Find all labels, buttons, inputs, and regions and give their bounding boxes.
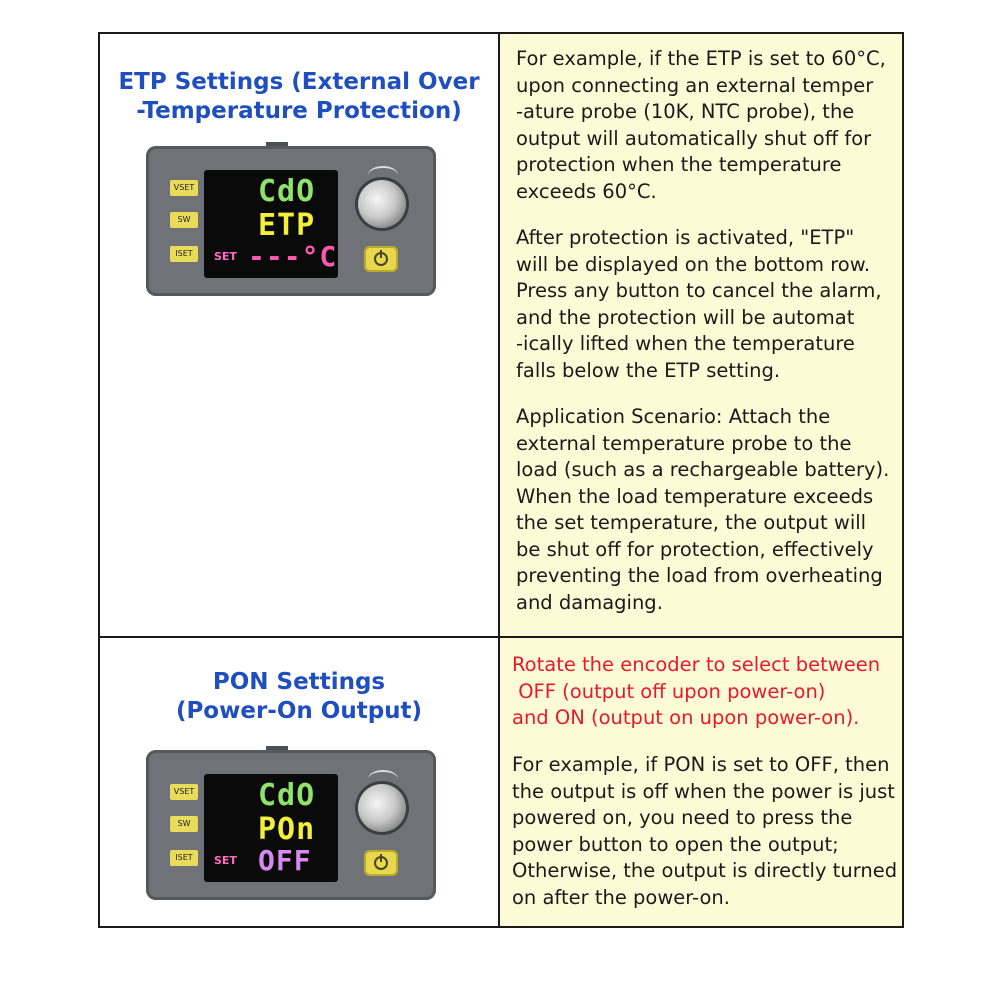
pon-highlight-text: Rotate the encoder to select between OFF… [512, 652, 904, 732]
encoder-knob [358, 180, 406, 228]
text-line: OFF (output off upon power-on) [512, 679, 826, 703]
device-screen: CdO ETP SET ---°C [204, 170, 338, 278]
pon-right-cell: Rotate the encoder to select between OFF… [500, 638, 902, 926]
sw-button: SW [170, 212, 198, 228]
screen-row-1: CdO [258, 778, 316, 813]
set-label: SET [214, 250, 237, 263]
text-line: falls below the ETP setting. [516, 358, 781, 382]
pon-row: PON Settings (Power-On Output) VSET SW I… [100, 638, 902, 926]
rotate-arrow-icon [368, 166, 398, 184]
etp-paragraph-2: After protection is activated, "ETP" wil… [516, 225, 901, 384]
vset-button: VSET [170, 180, 198, 196]
text-line: on after the power-on. [512, 885, 730, 909]
screen-row-2: ETP [258, 208, 316, 243]
text-line: Press any button to cancel the alarm, [516, 279, 882, 302]
text-line: and damaging. [516, 590, 663, 614]
sw-button: SW [170, 816, 198, 832]
text-line: -ically lifted when the temperature [516, 332, 855, 355]
text-line: powered on, you need to press the [512, 806, 853, 829]
screen-row-2: POn [258, 812, 316, 847]
text-line: and the protection will be automat [516, 305, 855, 329]
etp-row: ETP Settings (External Over -Temperature… [100, 34, 902, 638]
vset-button: VSET [170, 784, 198, 800]
etp-paragraph-1: For example, if the ETP is set to 60°C, … [516, 46, 901, 205]
iset-button: ISET [170, 850, 198, 866]
encoder-knob [358, 784, 406, 832]
power-button [364, 246, 398, 272]
etp-paragraph-3: Application Scenario: Attach the externa… [516, 404, 901, 616]
text-line: output will automatically shut off for [516, 126, 872, 150]
iset-button: ISET [170, 246, 198, 262]
text-line: external temperature probe to the [516, 431, 852, 455]
device-clip [266, 142, 288, 148]
text-line: the output is off when the power is just [512, 779, 895, 803]
screen-row-3: ---°C [248, 240, 338, 273]
text-line: and ON (output on upon power-on). [512, 706, 860, 729]
etp-right-cell: For example, if the ETP is set to 60°C, … [500, 34, 902, 636]
text-line: Rotate the encoder to select between [512, 653, 881, 676]
set-label: SET [214, 854, 237, 867]
text-line: be shut off for protection, effectively [516, 537, 874, 561]
etp-device-image: VSET SW ISET CdO ETP SET ---°C [146, 142, 436, 296]
text-line: will be displayed on the bottom row. [516, 252, 871, 276]
device-clip [266, 746, 288, 752]
pon-heading: PON Settings (Power-On Output) [100, 668, 498, 726]
etp-heading: ETP Settings (External Over -Temperature… [100, 68, 498, 126]
pon-heading-line-2: (Power-On Output) [175, 698, 423, 724]
power-button [364, 850, 398, 876]
rotate-arrow-icon [368, 770, 398, 788]
pon-paragraph-1: For example, if PON is set to OFF, then … [512, 752, 904, 911]
text-line: power button to open the output; [512, 832, 839, 856]
text-line: preventing the load from overheating [516, 564, 883, 587]
text-line: After protection is activated, "ETP" [516, 226, 855, 249]
text-line: When the load temperature exceeds [516, 484, 874, 508]
screen-row-3: OFF [258, 844, 312, 877]
text-line: For example, if the ETP is set to 60°C, [516, 47, 886, 70]
text-line: protection when the temperature [516, 153, 842, 176]
pon-left-cell: PON Settings (Power-On Output) VSET SW I… [100, 638, 500, 926]
text-line: exceeds 60°C. [516, 179, 657, 203]
text-line: the set temperature, the output will [516, 511, 867, 534]
screen-row-1: CdO [258, 174, 316, 209]
text-line: Otherwise, the output is directly turned [512, 859, 898, 882]
pon-heading-line-1: PON Settings [212, 669, 386, 695]
device-screen: CdO POn SET OFF [204, 774, 338, 882]
text-line: upon connecting an external temper [516, 73, 874, 97]
text-line: Application Scenario: Attach the [516, 405, 831, 428]
settings-table: ETP Settings (External Over -Temperature… [98, 32, 904, 928]
etp-heading-line-1: ETP Settings (External Over [118, 69, 480, 95]
text-line: -ature probe (10K, NTC probe), the [516, 100, 855, 123]
text-line: load (such as a rechargeable battery). [516, 458, 890, 481]
etp-left-cell: ETP Settings (External Over -Temperature… [100, 34, 500, 636]
etp-heading-line-2: -Temperature Protection) [136, 98, 462, 124]
text-line: For example, if PON is set to OFF, then [512, 753, 890, 776]
pon-device-image: VSET SW ISET CdO POn SET OFF [146, 746, 436, 900]
